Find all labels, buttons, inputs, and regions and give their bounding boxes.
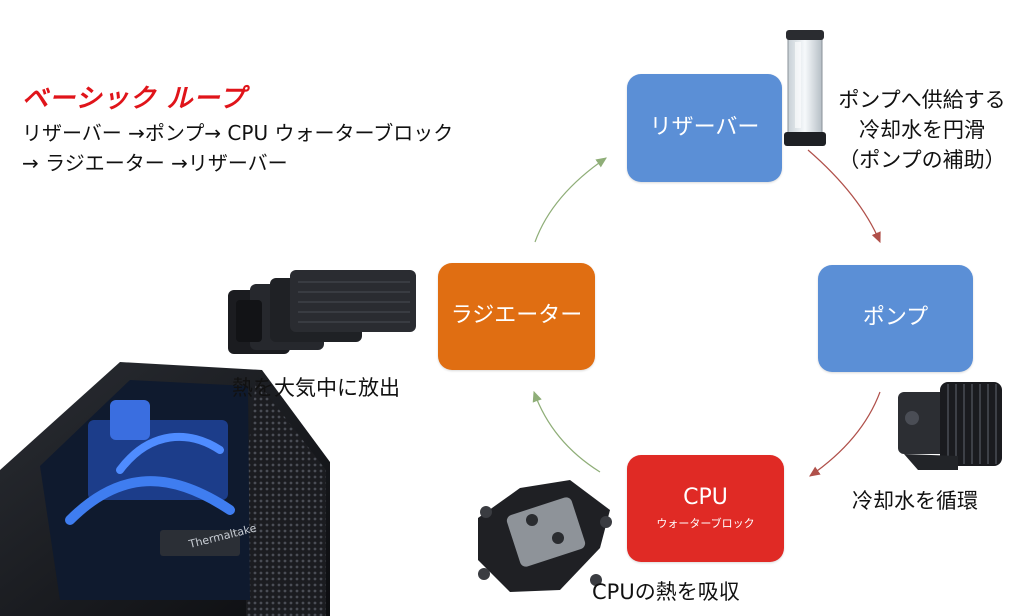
node-radiator-label: ラジエーター — [450, 303, 583, 329]
loop-description-line-2: → ラジエーター →リザーバー — [22, 151, 288, 175]
caption-reservoir-line-3: （ポンプの補助） — [838, 148, 1006, 172]
cpu-waterblock-illustration — [478, 480, 612, 592]
loop-description-line-1: リザーバー →ポンプ→ CPU ウォーターブロック — [22, 121, 454, 145]
node-pump: ポンプ — [818, 265, 973, 372]
arrow-cpu-to-radiator — [532, 390, 601, 473]
diagram-title: ベーシック ループ — [22, 84, 246, 114]
node-pump-label: ポンプ — [862, 305, 929, 331]
caption-reservoir: ポンプへ供給する 冷却水を円滑 （ポンプの補助） — [822, 85, 1022, 175]
radiator-illustration — [228, 270, 416, 354]
node-cpu-label: CPU — [683, 485, 728, 511]
caption-cpu: CPUの熱を吸収 — [592, 580, 740, 604]
caption-reservoir-line-2: 冷却水を円滑 — [859, 118, 985, 142]
node-reservoir-label: リザーバー — [649, 114, 760, 140]
caption-pump: 冷却水を循環 — [852, 489, 978, 513]
node-cpu-sublabel: ウォーターブロック — [656, 516, 755, 530]
arrow-radiator-to-reservoir — [534, 157, 607, 243]
pc-case-illustration: Thermaltake — [0, 362, 330, 616]
node-reservoir: リザーバー — [627, 74, 782, 182]
node-cpu-waterblock: CPU ウォーターブロック — [627, 455, 784, 562]
arrow-reservoir-to-pump — [807, 149, 881, 244]
arrow-pump-to-cpu — [809, 391, 881, 477]
reservoir-illustration — [784, 30, 826, 146]
caption-reservoir-line-1: ポンプへ供給する — [838, 88, 1006, 112]
pump-illustration — [898, 382, 1002, 470]
node-radiator: ラジエーター — [438, 263, 595, 370]
caption-radiator: 熱を大気中に放出 — [232, 376, 400, 400]
